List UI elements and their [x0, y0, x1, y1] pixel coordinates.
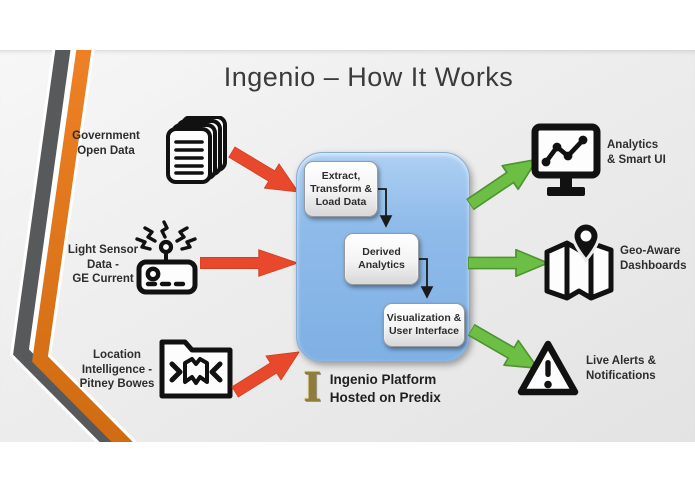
process-connectors [378, 188, 434, 299]
flow-arrow-input-2 [200, 249, 298, 277]
slide: Ingenio – How It Works Government Open D… [0, 50, 695, 442]
flow-arrow-input-3 [227, 339, 307, 405]
process-step-visualization-ui: Visualization & User Interface [383, 303, 465, 347]
input-label-light-sensor: Light Sensor Data - GE Current [67, 244, 139, 285]
light-sensor-icon [135, 220, 198, 295]
output-label-analytics-smart-ui: Analytics & Smart UI [607, 139, 666, 166]
folder-map-icon [159, 339, 233, 399]
platform-caption-text: Ingenio Platform Hosted on Predix [329, 372, 441, 405]
process-step-derived-analytics: Derived Analytics [344, 233, 419, 285]
flow-arrow-output-2 [468, 249, 548, 277]
warning-triangle-icon [517, 340, 579, 396]
flow-arrow-input-1 [224, 139, 306, 205]
flow-arrow-output-1 [462, 147, 546, 217]
monitor-chart-icon [531, 123, 601, 196]
input-label-government-open-data: Government Open Data [72, 130, 140, 157]
output-label-live-alerts: Live Alerts & Notifications [586, 355, 656, 382]
predix-platform-container: Extract, Transform & Load Data Derived A… [296, 152, 470, 362]
platform-caption: I Ingenio Platform Hosted on Predix [303, 368, 441, 408]
process-step-etl: Extract, Transform & Load Data [304, 161, 378, 217]
flow-arrow-output-3 [464, 317, 546, 381]
output-label-geo-aware-dashboards: Geo-Aware Dashboards [620, 245, 687, 272]
input-label-location-intelligence: Location Intelligence - Pitney Bowes [79, 349, 155, 390]
map-pin-icon [544, 222, 614, 301]
documents-stack-icon [166, 116, 227, 184]
gold-column-i-icon: I [303, 364, 322, 411]
slide-title: Ingenio – How It Works [223, 62, 514, 92]
